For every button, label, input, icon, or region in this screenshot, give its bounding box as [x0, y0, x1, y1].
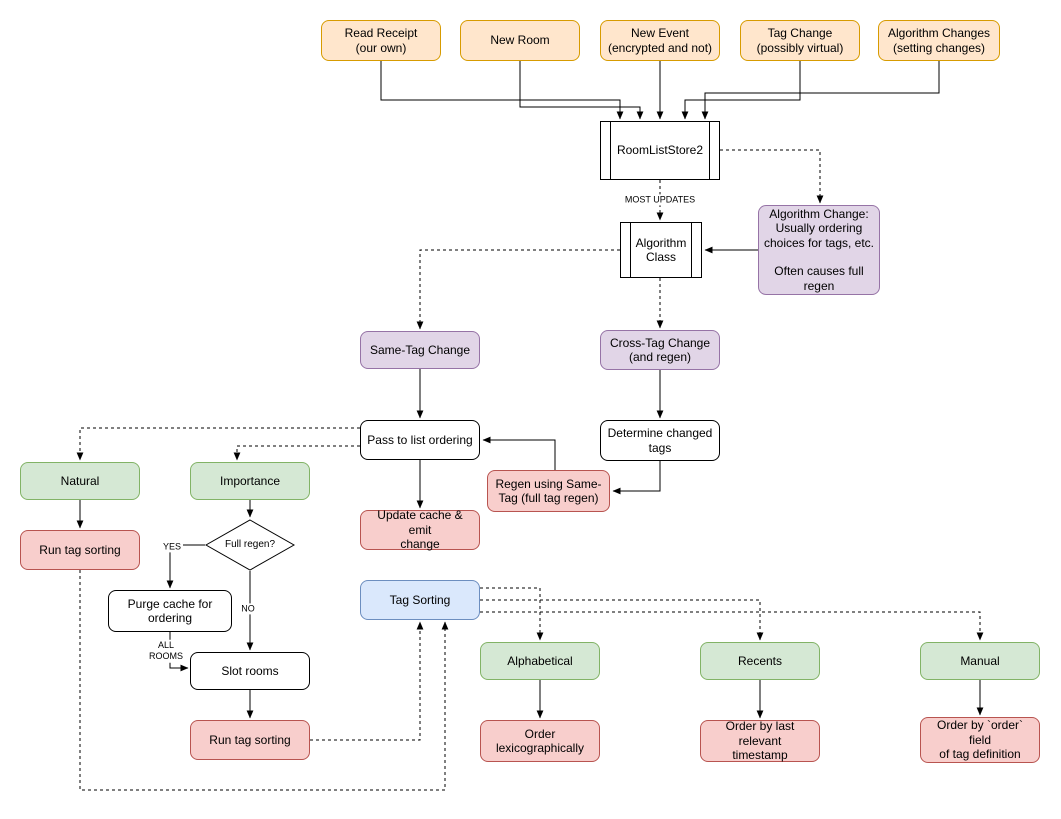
node-new-room: New Room: [460, 20, 580, 61]
node-manual: Manual: [920, 642, 1040, 680]
node-tag-change: Tag Change (possibly virtual): [740, 20, 860, 61]
decision-full-regen: Full regen?: [205, 519, 295, 571]
node-purge-cache: Purge cache for ordering: [108, 590, 232, 632]
edge-label-most-updates: MOST UPDATES: [622, 194, 698, 206]
node-update-cache-emit-change: Update cache & emit change: [360, 508, 480, 551]
edge-label-yes: YES: [160, 541, 184, 553]
node-tag-sorting: Tag Sorting: [360, 580, 480, 620]
edge-label-no: NO: [239, 603, 257, 615]
node-read-receipt: Read Receipt (our own): [321, 20, 441, 61]
node-natural: Natural: [20, 462, 140, 500]
node-determine-changed-tags: Determine changed tags: [600, 420, 720, 461]
edge-label-all-rooms: ALL ROOMS: [146, 639, 186, 663]
node-same-tag-change: Same-Tag Change: [360, 331, 480, 369]
node-room-list-store2: RoomListStore2: [600, 121, 720, 180]
node-order-by-order-field: Order by `order` field of tag definition: [920, 717, 1040, 763]
node-regen-same-tag: Regen using Same- Tag (full tag regen): [487, 470, 610, 512]
node-run-tag-sorting-importance: Run tag sorting: [190, 720, 310, 760]
node-algorithm-changes: Algorithm Changes (setting changes): [878, 20, 1000, 61]
node-order-by-timestamp: Order by last relevant timestamp: [700, 719, 820, 762]
node-algorithm-class: Algorithm Class: [620, 222, 702, 278]
node-algorithm-change-note: Algorithm Change: Usually ordering choic…: [758, 205, 880, 295]
node-cross-tag-change: Cross-Tag Change (and regen): [600, 330, 720, 370]
node-order-lexicographically: Order lexicographically: [480, 720, 600, 762]
node-run-tag-sorting-natural: Run tag sorting: [20, 530, 140, 570]
node-slot-rooms: Slot rooms: [190, 652, 310, 690]
node-recents: Recents: [700, 642, 820, 680]
node-new-event: New Event (encrypted and not): [600, 20, 720, 61]
decision-full-regen-label: Full regen?: [224, 539, 276, 550]
node-importance: Importance: [190, 462, 310, 500]
node-pass-to-list-ordering: Pass to list ordering: [360, 420, 480, 460]
node-alphabetical: Alphabetical: [480, 642, 600, 680]
diamond-shape: [205, 519, 295, 571]
